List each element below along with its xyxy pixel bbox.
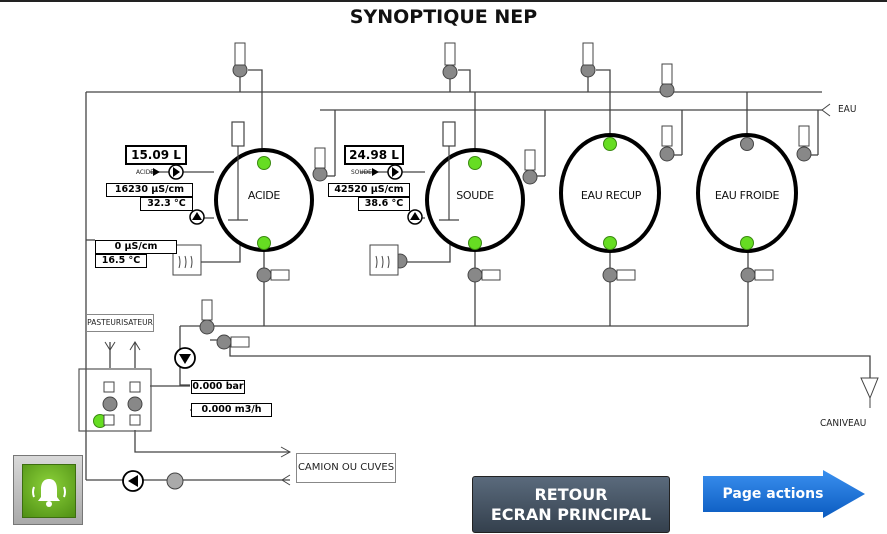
pump-label-soude: SOUDE [351,168,372,176]
valve-icon [659,146,675,162]
valve-icon [740,267,756,283]
pressure-value: 0.000 bar [191,380,245,394]
level-sensor-soude-low [468,236,482,250]
valve-icon [602,267,618,283]
tank-label-eau-recup: EAU RECUP [580,189,642,202]
pump-icon [174,347,196,369]
tank-label-eau-froide: EAU FROIDE [714,189,780,202]
tank-label-soude: SOUDE [456,189,494,202]
volume-soude: 24.98 L [344,145,404,165]
pump-icon [407,209,423,225]
conductivity-acide: 16230 µS/cm [106,183,193,197]
valve-icon [522,169,538,185]
caniveau-label: CANIVEAU [820,418,867,429]
conductivity-return: 0 µS/cm [95,240,177,254]
valve-icon [442,64,458,80]
conductivity-soude: 42520 µS/cm [328,183,410,197]
eau-label: EAU [838,104,857,115]
level-sensor-eau-froide-high [740,137,754,151]
tank-label-acide: ACIDE [247,189,281,202]
alarm-button[interactable] [13,455,83,525]
pasteur-module [78,368,152,432]
valve-icon [312,166,328,182]
level-sensor-eau-recup-low [603,236,617,250]
level-sensor-eau-recup-high [603,137,617,151]
temperature-acide: 32.3 °C [140,197,193,211]
heater-icon [172,244,202,276]
valve-icon [467,267,483,283]
drain-icon [860,377,879,400]
pasteurisateur-label: PASTEURISATEUR [86,314,154,332]
pump-icon [387,164,403,180]
valve-icon [256,267,272,283]
page-title: SYNOPTIQUE NEP [349,6,538,28]
temperature-return: 16.5 °C [95,254,147,268]
heater-icon [369,244,399,276]
temperature-soude: 38.6 °C [358,197,410,211]
level-sensor-acide-low [257,236,271,250]
page-actions-button[interactable]: Page actions [703,470,865,522]
pump-icon [168,164,184,180]
flow-value: 0.000 m3/h [191,403,272,417]
level-sensor-soude-high [468,156,482,170]
valve-icon [796,146,812,162]
tank-eau-froide-body [696,133,798,253]
valve-icon [166,472,184,490]
retour-line1: RETOUR [534,485,608,504]
valve-icon [199,319,215,335]
valve-icon [102,396,118,412]
valve-icon [659,82,675,98]
pump-icon [122,470,144,492]
level-sensor-acide-high [257,156,271,170]
level-sensor-eau-froide-low [740,236,754,250]
retour-line2: ECRAN PRINCIPAL [490,505,652,524]
top-border [0,0,887,2]
volume-acide: 15.09 L [125,145,187,165]
pump-icon [189,209,205,225]
agitator-motor-acide [231,121,245,147]
agitator-motor-soude [442,121,456,147]
bell-alarm-icon [22,464,76,518]
valve-icon [127,396,143,412]
valve-icon [216,334,232,350]
page-actions-label: Page actions [722,486,824,502]
tank-eau-recup [559,133,661,253]
pump-label-acide: ACIDE [136,168,154,176]
tank-eau-recup-body [559,133,661,253]
camion-cuves-label: CAMION OU CUVES [296,453,396,483]
retour-ecran-principal-button[interactable]: RETOUR ECRAN PRINCIPAL [472,476,670,533]
tank-eau-froide [696,133,798,253]
